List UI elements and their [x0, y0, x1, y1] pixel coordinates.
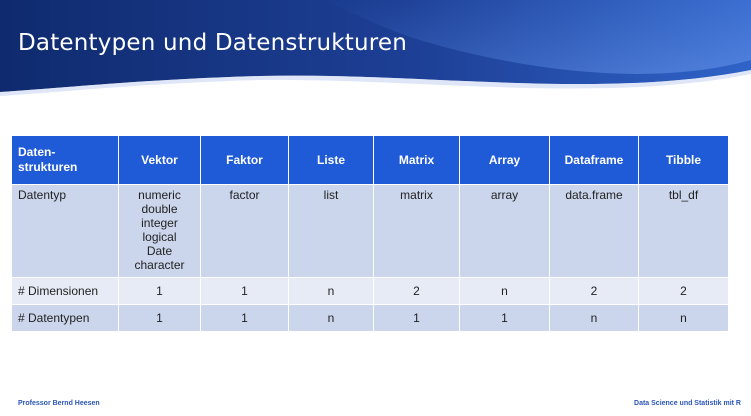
header-cell-dataframe: Dataframe: [549, 135, 639, 185]
table-cell: 1: [459, 304, 550, 332]
table-row-datentyp: Datentyp numeric double integer logical …: [11, 184, 729, 278]
table-cell: n: [549, 304, 639, 332]
table-cell: 2: [549, 277, 639, 305]
row-label: # Dimensionen: [11, 277, 119, 305]
table-cell: n: [288, 304, 374, 332]
header-cell-datenstrukturen: Daten- strukturen: [11, 135, 119, 185]
table-cell: 1: [118, 277, 201, 305]
table-cell: 1: [200, 304, 289, 332]
header-cell-vektor: Vektor: [118, 135, 201, 185]
table-cell: 2: [638, 277, 729, 305]
table-header-row: Daten- strukturen Vektor Faktor Liste Ma…: [11, 135, 729, 185]
table-cell: matrix: [373, 184, 460, 278]
banner-shape: [0, 0, 751, 96]
slide-title: Datentypen und Datenstrukturen: [18, 30, 408, 56]
footer-author: Professor Bernd Heesen: [18, 400, 100, 407]
table-cell: n: [459, 277, 550, 305]
table-cell: tbl_df: [638, 184, 729, 278]
table-cell: data.frame: [549, 184, 639, 278]
table-cell: 1: [373, 304, 460, 332]
table-cell: array: [459, 184, 550, 278]
table-cell: list: [288, 184, 374, 278]
table-cell: 2: [373, 277, 460, 305]
table-cell: factor: [200, 184, 289, 278]
row-label: Datentyp: [11, 184, 119, 278]
table-cell: 1: [118, 304, 201, 332]
header-cell-matrix: Matrix: [373, 135, 460, 185]
table-cell: n: [288, 277, 374, 305]
table-row-dimensionen: # Dimensionen 1 1 n 2 n 2 2: [11, 277, 729, 305]
header-cell-tibble: Tibble: [638, 135, 729, 185]
data-structures-table: Daten- strukturen Vektor Faktor Liste Ma…: [11, 135, 729, 332]
header-cell-liste: Liste: [288, 135, 374, 185]
header-cell-faktor: Faktor: [200, 135, 289, 185]
table-cell: n: [638, 304, 729, 332]
title-banner: Datentypen und Datenstrukturen: [0, 0, 751, 110]
table-row-datentypen: # Datentypen 1 1 n 1 1 n n: [11, 304, 729, 332]
cell-vektor-types: numeric double integer logical Date char…: [118, 184, 201, 278]
row-label: # Datentypen: [11, 304, 119, 332]
table-cell: 1: [200, 277, 289, 305]
header-cell-array: Array: [459, 135, 550, 185]
footer-course-title: Data Science und Statistik mit R: [634, 400, 741, 407]
